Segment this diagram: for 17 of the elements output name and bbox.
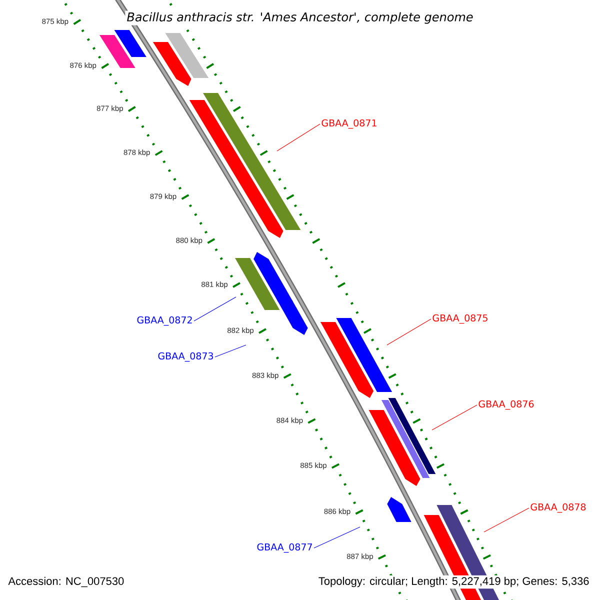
leader-line	[484, 508, 530, 532]
footer-text: Topology: circular; Length: 5,227,419 bp; Genes: 5,336	[316, 575, 591, 589]
gene-label: GBAA_0875	[432, 314, 488, 324]
leader-line	[214, 344, 246, 358]
leader-line	[314, 526, 360, 548]
gene-label: GBAA_0871	[322, 119, 376, 129]
title: Bacillus anthracis str. 'Ames Ancestor', complete genome	[125, 10, 475, 26]
gene-label: GBAA_0878	[530, 503, 586, 513]
gene-label: GBAA_0872	[137, 316, 192, 326]
gene-label: GBAA_0873	[158, 352, 214, 362]
leader-line	[276, 124, 320, 152]
footer-text: Accession: NC_007530	[8, 576, 124, 588]
leader-line	[432, 404, 478, 430]
gene-label: GBAA_0876	[478, 400, 534, 410]
leader-line	[194, 296, 236, 322]
leader-line	[386, 318, 432, 346]
gene-label: GBAA_0877	[257, 543, 312, 553]
